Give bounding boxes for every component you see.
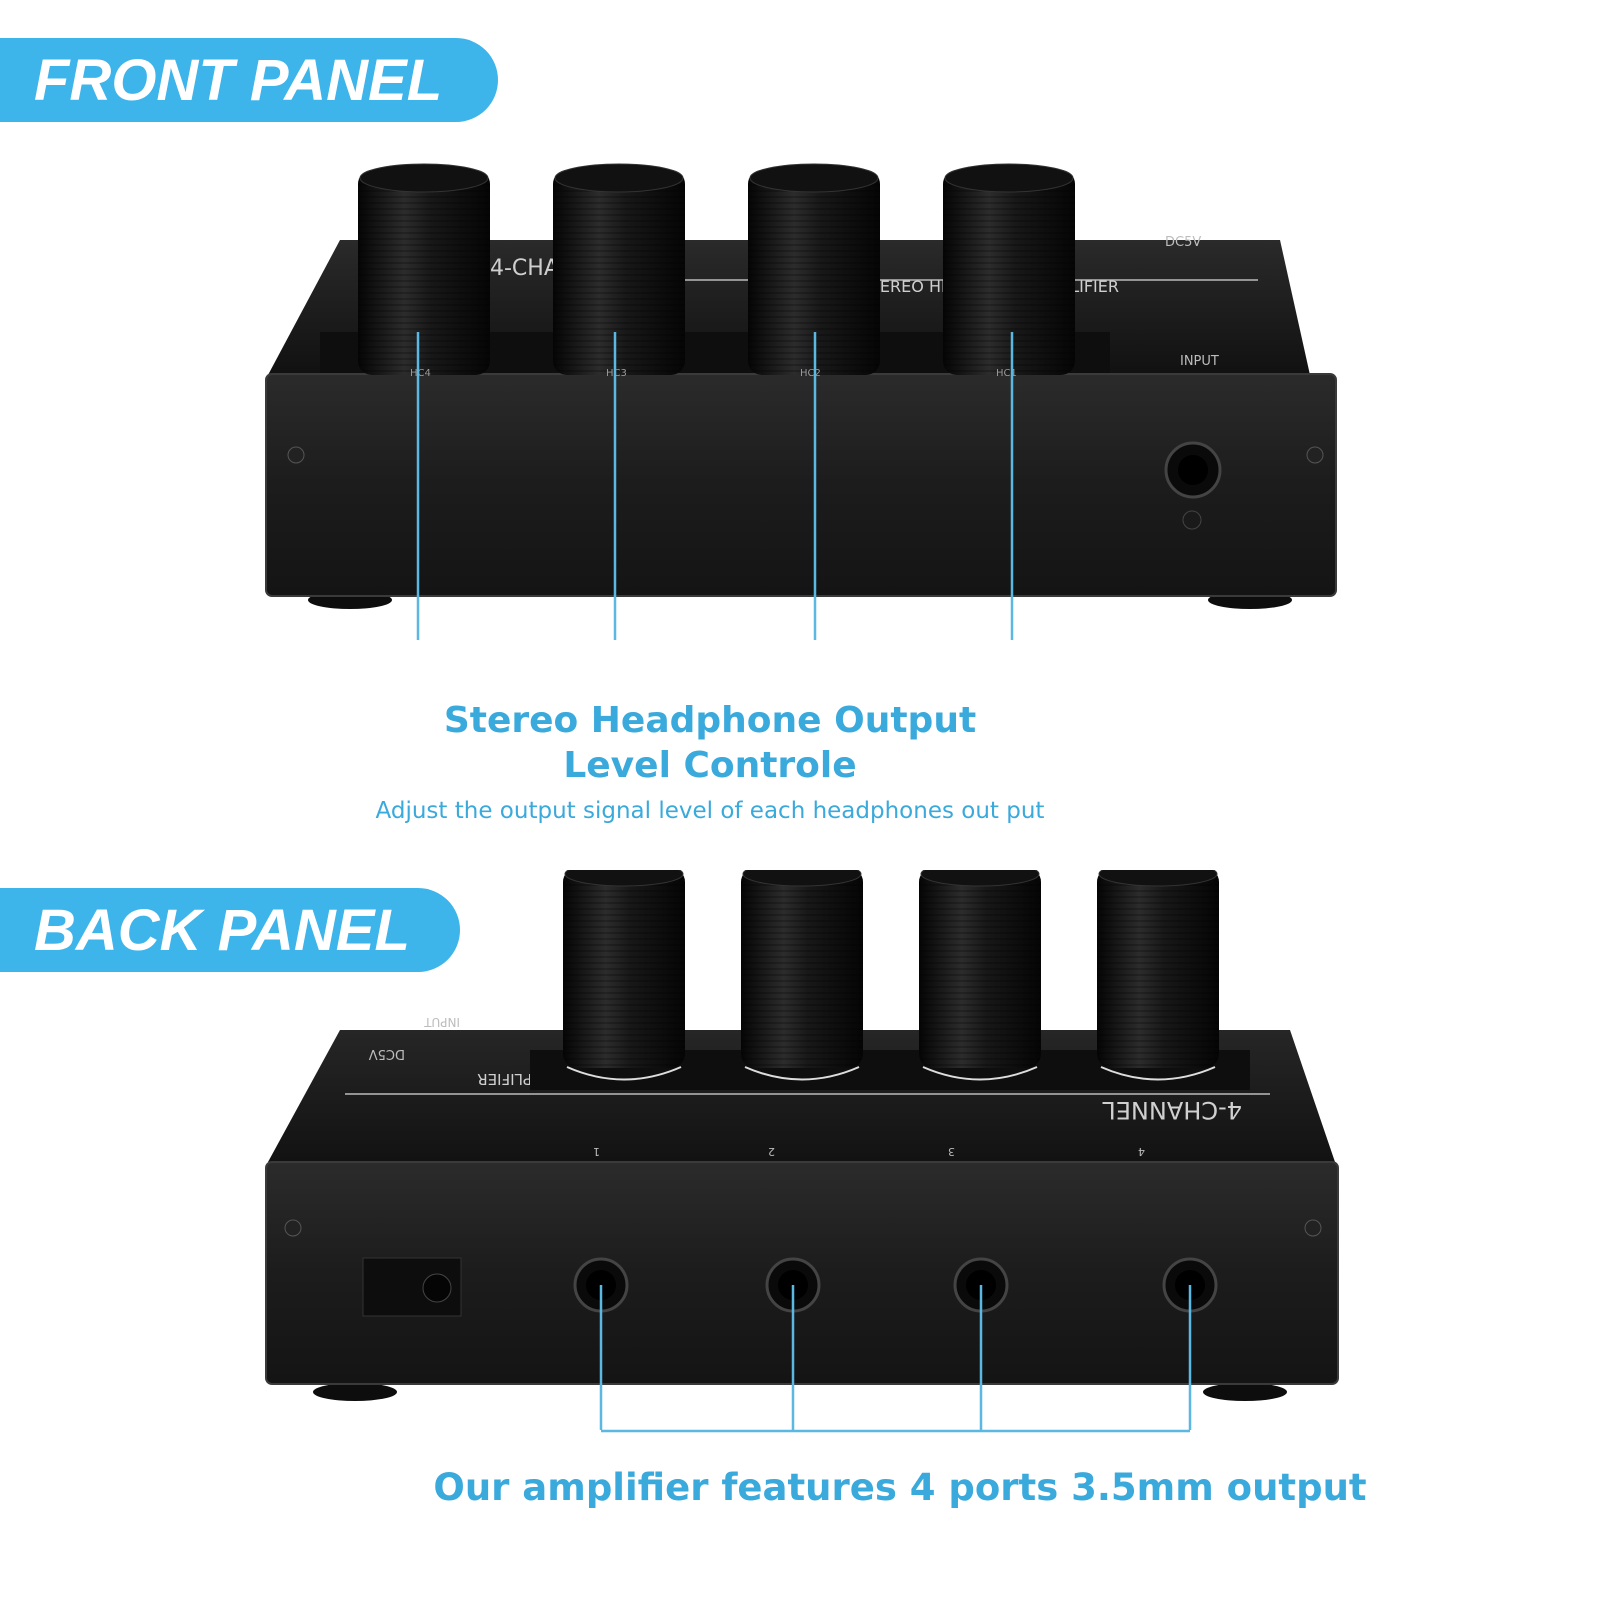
hc3-label: HC3 <box>606 368 627 379</box>
front-caption-title: Stereo Headphone Output <box>443 700 977 741</box>
foot <box>1203 1383 1287 1401</box>
volume-knob-hc4[interactable] <box>358 163 490 375</box>
device-label-input: INPUT <box>1180 354 1219 369</box>
hc1-label: HC1 <box>996 368 1017 379</box>
back-callout-bracket <box>601 1429 1190 1433</box>
back-panel-banner: BACK PANEL <box>0 888 460 972</box>
port-label-3: 3 <box>948 1145 955 1158</box>
front-caption-subtitle: Adjust the output signal level of each h… <box>375 798 1045 824</box>
port-label-4: 4 <box>1138 1145 1145 1158</box>
back-panel-device: 4-CHANNEL STEREO HEADPHONE AMPLIFIER DC5… <box>265 870 1339 1430</box>
front-caption-title-2: Level Controle <box>563 745 857 786</box>
foot <box>313 1383 397 1401</box>
volume-knob-2[interactable] <box>741 870 863 1081</box>
back-caption: Our amplifier features 4 ports 3.5mm out… <box>433 1466 1367 1509</box>
device-label-input: INPUT <box>423 1015 460 1029</box>
hc2-label: HC2 <box>800 368 821 379</box>
screw <box>1306 446 1324 464</box>
back-callout-lines <box>599 1285 1192 1430</box>
screw <box>287 446 305 464</box>
device-label-dc: DC5V <box>1165 235 1201 250</box>
front-panel-device: 4-CHANNEL STEREO HEADPHONE AMPLIFIER DC5… <box>265 163 1337 640</box>
screw <box>284 1219 302 1237</box>
dc-socket-hole <box>422 1273 452 1303</box>
front-callout-lines <box>416 332 1014 640</box>
volume-knob-1[interactable] <box>563 870 685 1081</box>
power-led <box>1182 510 1202 530</box>
front-panel-title: FRONT PANEL <box>34 47 443 113</box>
hc4-label: HC4 <box>410 368 431 379</box>
back-panel-title: BACK PANEL <box>34 897 410 963</box>
volume-knob-4[interactable] <box>1097 870 1219 1081</box>
volume-knob-hc1[interactable] <box>943 163 1075 375</box>
input-jack-hole <box>1178 455 1208 485</box>
volume-knob-hc2[interactable] <box>748 163 880 375</box>
port-label-1: 1 <box>593 1145 600 1158</box>
volume-knob-hc3[interactable] <box>553 163 685 375</box>
device-label-dc: DC5V <box>369 1046 405 1061</box>
port-label-2: 2 <box>768 1145 775 1158</box>
front-panel-banner: FRONT PANEL <box>0 38 498 122</box>
screw <box>1304 1219 1322 1237</box>
volume-knob-3[interactable] <box>919 870 1041 1081</box>
device-label-channel: 4-CHANNEL <box>1102 1096 1242 1124</box>
